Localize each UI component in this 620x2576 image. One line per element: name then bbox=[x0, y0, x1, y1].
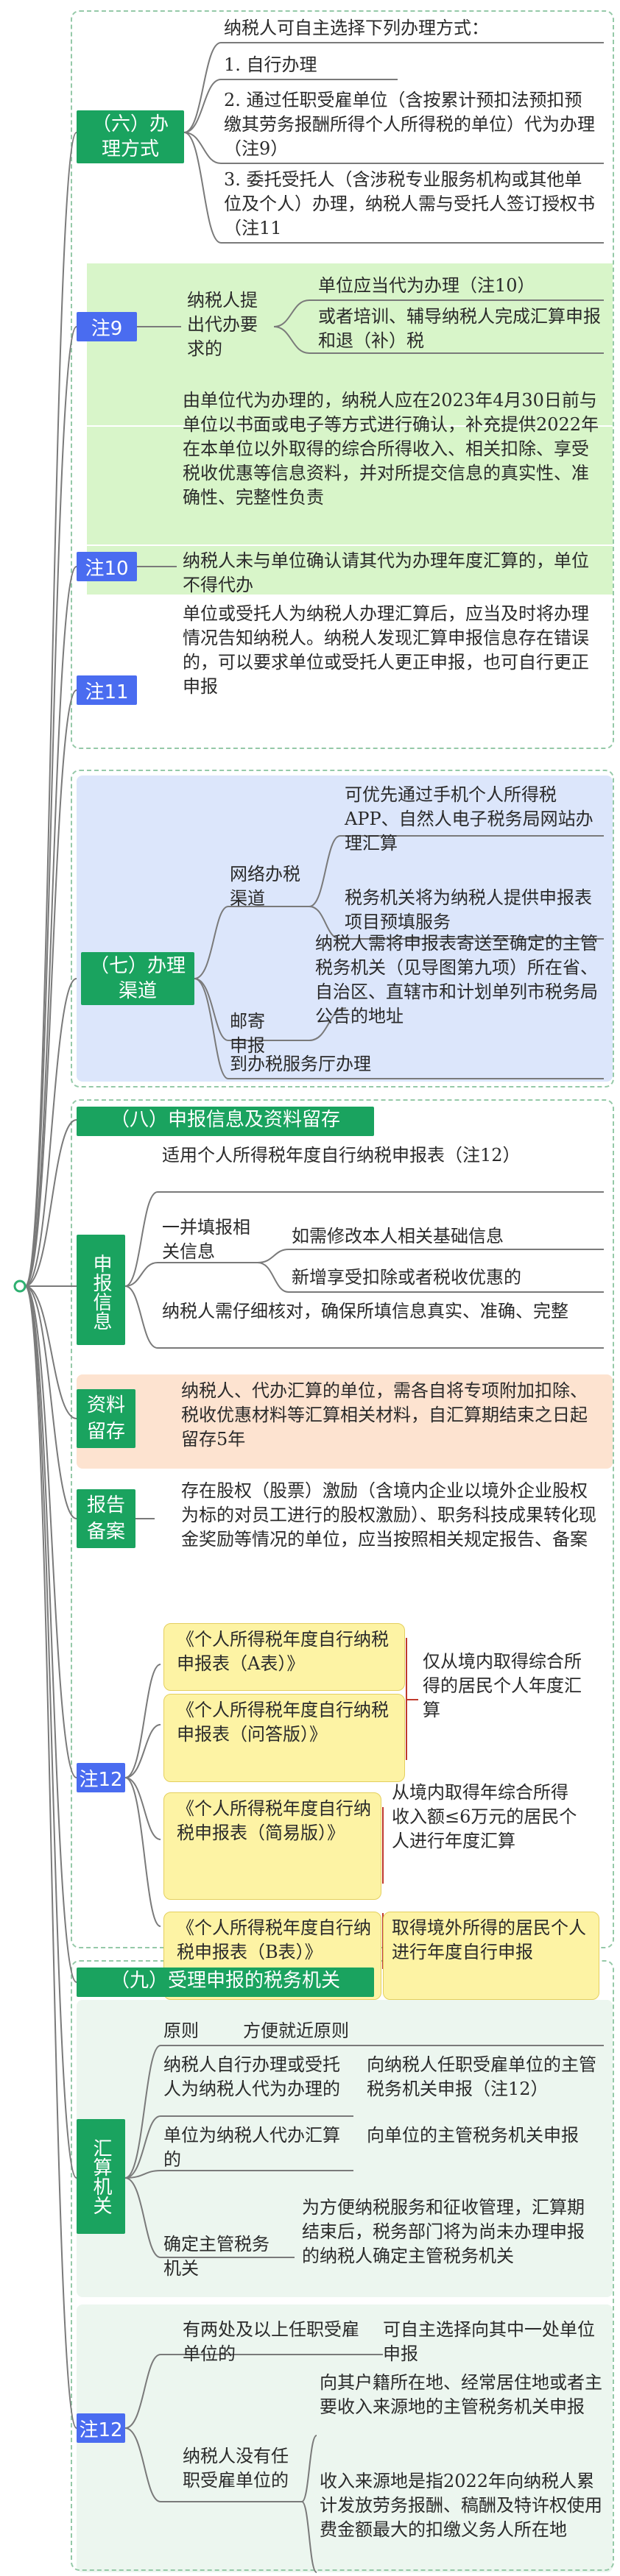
panel-section7 bbox=[71, 770, 614, 1087]
note9-label: 注9 bbox=[77, 312, 137, 341]
note9-option-a: 单位应当代为办理（注10） bbox=[318, 275, 535, 296]
form-simple-box bbox=[163, 1792, 381, 1900]
section6-title: （六）办理方式 bbox=[77, 110, 184, 163]
s9-rule-2-value: 向单位的主管税务机关申报 bbox=[367, 2125, 579, 2146]
note12b-b1: 向其户籍所在地、经常居住地或者主要收入来源地的主管税务机关申报 bbox=[320, 2372, 602, 2417]
form-simple: 《个人所得税年度自行纳税申报表（简易版）》 bbox=[177, 1798, 371, 1843]
note12b-background bbox=[77, 2304, 613, 2572]
s8-declaration-b: 一并填报相关信息 bbox=[162, 1217, 250, 1262]
s6-intro: 纳税人可自主选择下列办理方式： bbox=[224, 18, 489, 38]
s7-network: 网络办税渠道 bbox=[230, 864, 300, 909]
note9-background bbox=[87, 263, 613, 425]
s9-principle-value: 方便就近原则 bbox=[243, 2020, 349, 2041]
s7-network-b: 税务机关将为纳税人提供申报表项目预填服务 bbox=[345, 887, 592, 932]
keep-background bbox=[77, 1374, 613, 1469]
form-a: 《个人所得税年度自行纳税申报表（A表）》 bbox=[177, 1629, 389, 1674]
s6-option-3: 3. 委托受托人（含涉税专业服务机构或其他单位及个人）办理，纳税人需与受托人签订… bbox=[224, 169, 595, 238]
s9-rule-2: 单位为纳税人代办汇算的 bbox=[163, 2125, 340, 2170]
note12a-label: 注12 bbox=[77, 1763, 125, 1792]
form-qa: 《个人所得税年度自行纳税申报表（问答版）》 bbox=[177, 1700, 389, 1745]
section7-background bbox=[77, 776, 613, 1082]
s8-report-label: 报告备案 bbox=[77, 1489, 135, 1548]
section8-title: （八）申报信息及资料留存 bbox=[77, 1107, 374, 1136]
s9-authority-label: 汇算机关 bbox=[77, 2119, 125, 2234]
panel-section6 bbox=[71, 10, 614, 749]
s7-mail-a: 纳税人需将申报表寄送至确定的主管税务机关（见导图第九项）所在省、自治区、直辖市和… bbox=[315, 933, 598, 1026]
s8-report-a: 存在股权（股票）激励（含境内企业以境外企业股权为标的对员工进行的股权激励）、职务… bbox=[181, 1480, 596, 1550]
s7-mail: 邮寄申报 bbox=[230, 1011, 265, 1056]
note12b-label: 注12 bbox=[77, 2413, 125, 2443]
section9-title: （九）受理申报的税务机关 bbox=[77, 1968, 374, 1997]
s8-declaration-b2: 新增享受扣除或者税收优惠的 bbox=[292, 1267, 521, 1288]
section7-title: （七）办理渠道 bbox=[81, 952, 194, 1005]
form-b-desc: 取得境外所得的居民个人进行年度自行申报 bbox=[392, 1917, 586, 1962]
form-b: 《个人所得税年度自行纳税申报表（B表）》 bbox=[177, 1917, 371, 1962]
s8-declaration-b1: 如需修改本人相关基础信息 bbox=[292, 1226, 504, 1246]
note12b-a: 有两处及以上任职受雇单位的 bbox=[183, 2319, 359, 2364]
form-a-qa-desc: 仅从境内取得综合所得的居民个人年度汇算 bbox=[423, 1651, 582, 1720]
s9-rule-3-value: 为方便纳税服务和征收管理，汇算期结束后，税务部门将为尚未办理申报的纳税人确定主管… bbox=[302, 2197, 585, 2266]
s6-option-1: 1. 自行办理 bbox=[224, 54, 317, 75]
note10-label: 注10 bbox=[77, 552, 137, 581]
s6-option-2: 2. 通过任职受雇单位（含按累计预扣法预扣预缴其劳务报酬所得个人所得税的单位）代… bbox=[224, 90, 595, 159]
s7-hall: 到办税服务厅办理 bbox=[230, 1054, 371, 1074]
form-a-box bbox=[163, 1623, 405, 1691]
s9-principle: 原则 bbox=[163, 2020, 199, 2041]
note12b-b2: 收入来源地是指2022年向纳税人累计发放劳务报酬、稿酬及特许权使用费金额最大的扣… bbox=[320, 2471, 602, 2540]
s9-rule-1: 纳税人自行办理或受托人为纳税人代为办理的 bbox=[163, 2054, 340, 2099]
note9-option-b: 或者培训、辅导纳税人完成汇算申报和退（补）税 bbox=[318, 306, 601, 351]
section9-background bbox=[77, 2000, 613, 2297]
form-b-desc-box bbox=[383, 1912, 599, 2000]
note11-background bbox=[87, 597, 613, 745]
s9-rule-1-value: 向纳税人任职受雇单位的主管税务机关申报（注12） bbox=[367, 2054, 596, 2099]
s8-declaration-label: 申报信息 bbox=[77, 1235, 125, 1345]
s9-rule-3: 确定主管税务机关 bbox=[163, 2234, 270, 2279]
note12b-b: 纳税人没有任职受雇单位的 bbox=[183, 2446, 289, 2491]
note10-paragraph-1: 由单位代为办理的，纳税人应在2023年4月30日前与单位以书面或电子等方式进行确… bbox=[183, 390, 599, 508]
note10-paragraph-2: 纳税人未与单位确认请其代为办理年度汇算的，单位不得代办 bbox=[183, 550, 589, 595]
form-simple-desc: 从境内取得年综合所得收入额≤6万元的居民个人进行年度汇算 bbox=[392, 1782, 577, 1851]
s7-network-a: 可优先通过手机个人所得税APP、自然人电子税务局网站办理汇算 bbox=[345, 784, 593, 854]
s8-declaration-c: 纳税人需仔细核对，确保所填信息真实、准确、完整 bbox=[162, 1301, 568, 1321]
s8-keep-label: 资料留存 bbox=[77, 1389, 135, 1448]
s8-declaration-a: 适用个人所得税年度自行纳税申报表（注12） bbox=[162, 1145, 521, 1165]
note11-text: 单位或受托人为纳税人办理汇算后，应当及时将办理情况告知纳税人。纳税人发现汇算申报… bbox=[183, 603, 589, 697]
note12b-a-value: 可自主选择向其中一处单位申报 bbox=[383, 2319, 595, 2364]
note11-label: 注11 bbox=[77, 675, 137, 705]
form-qa-box bbox=[163, 1694, 405, 1782]
note10-bottom-background bbox=[87, 546, 613, 595]
note9-request: 纳税人提出代办要求的 bbox=[187, 290, 258, 359]
s8-keep-a: 纳税人、代办汇算的单位，需各自将专项附加扣除、税收优惠材料等汇算相关材料，自汇算… bbox=[181, 1380, 588, 1450]
note10-background bbox=[87, 427, 613, 544]
